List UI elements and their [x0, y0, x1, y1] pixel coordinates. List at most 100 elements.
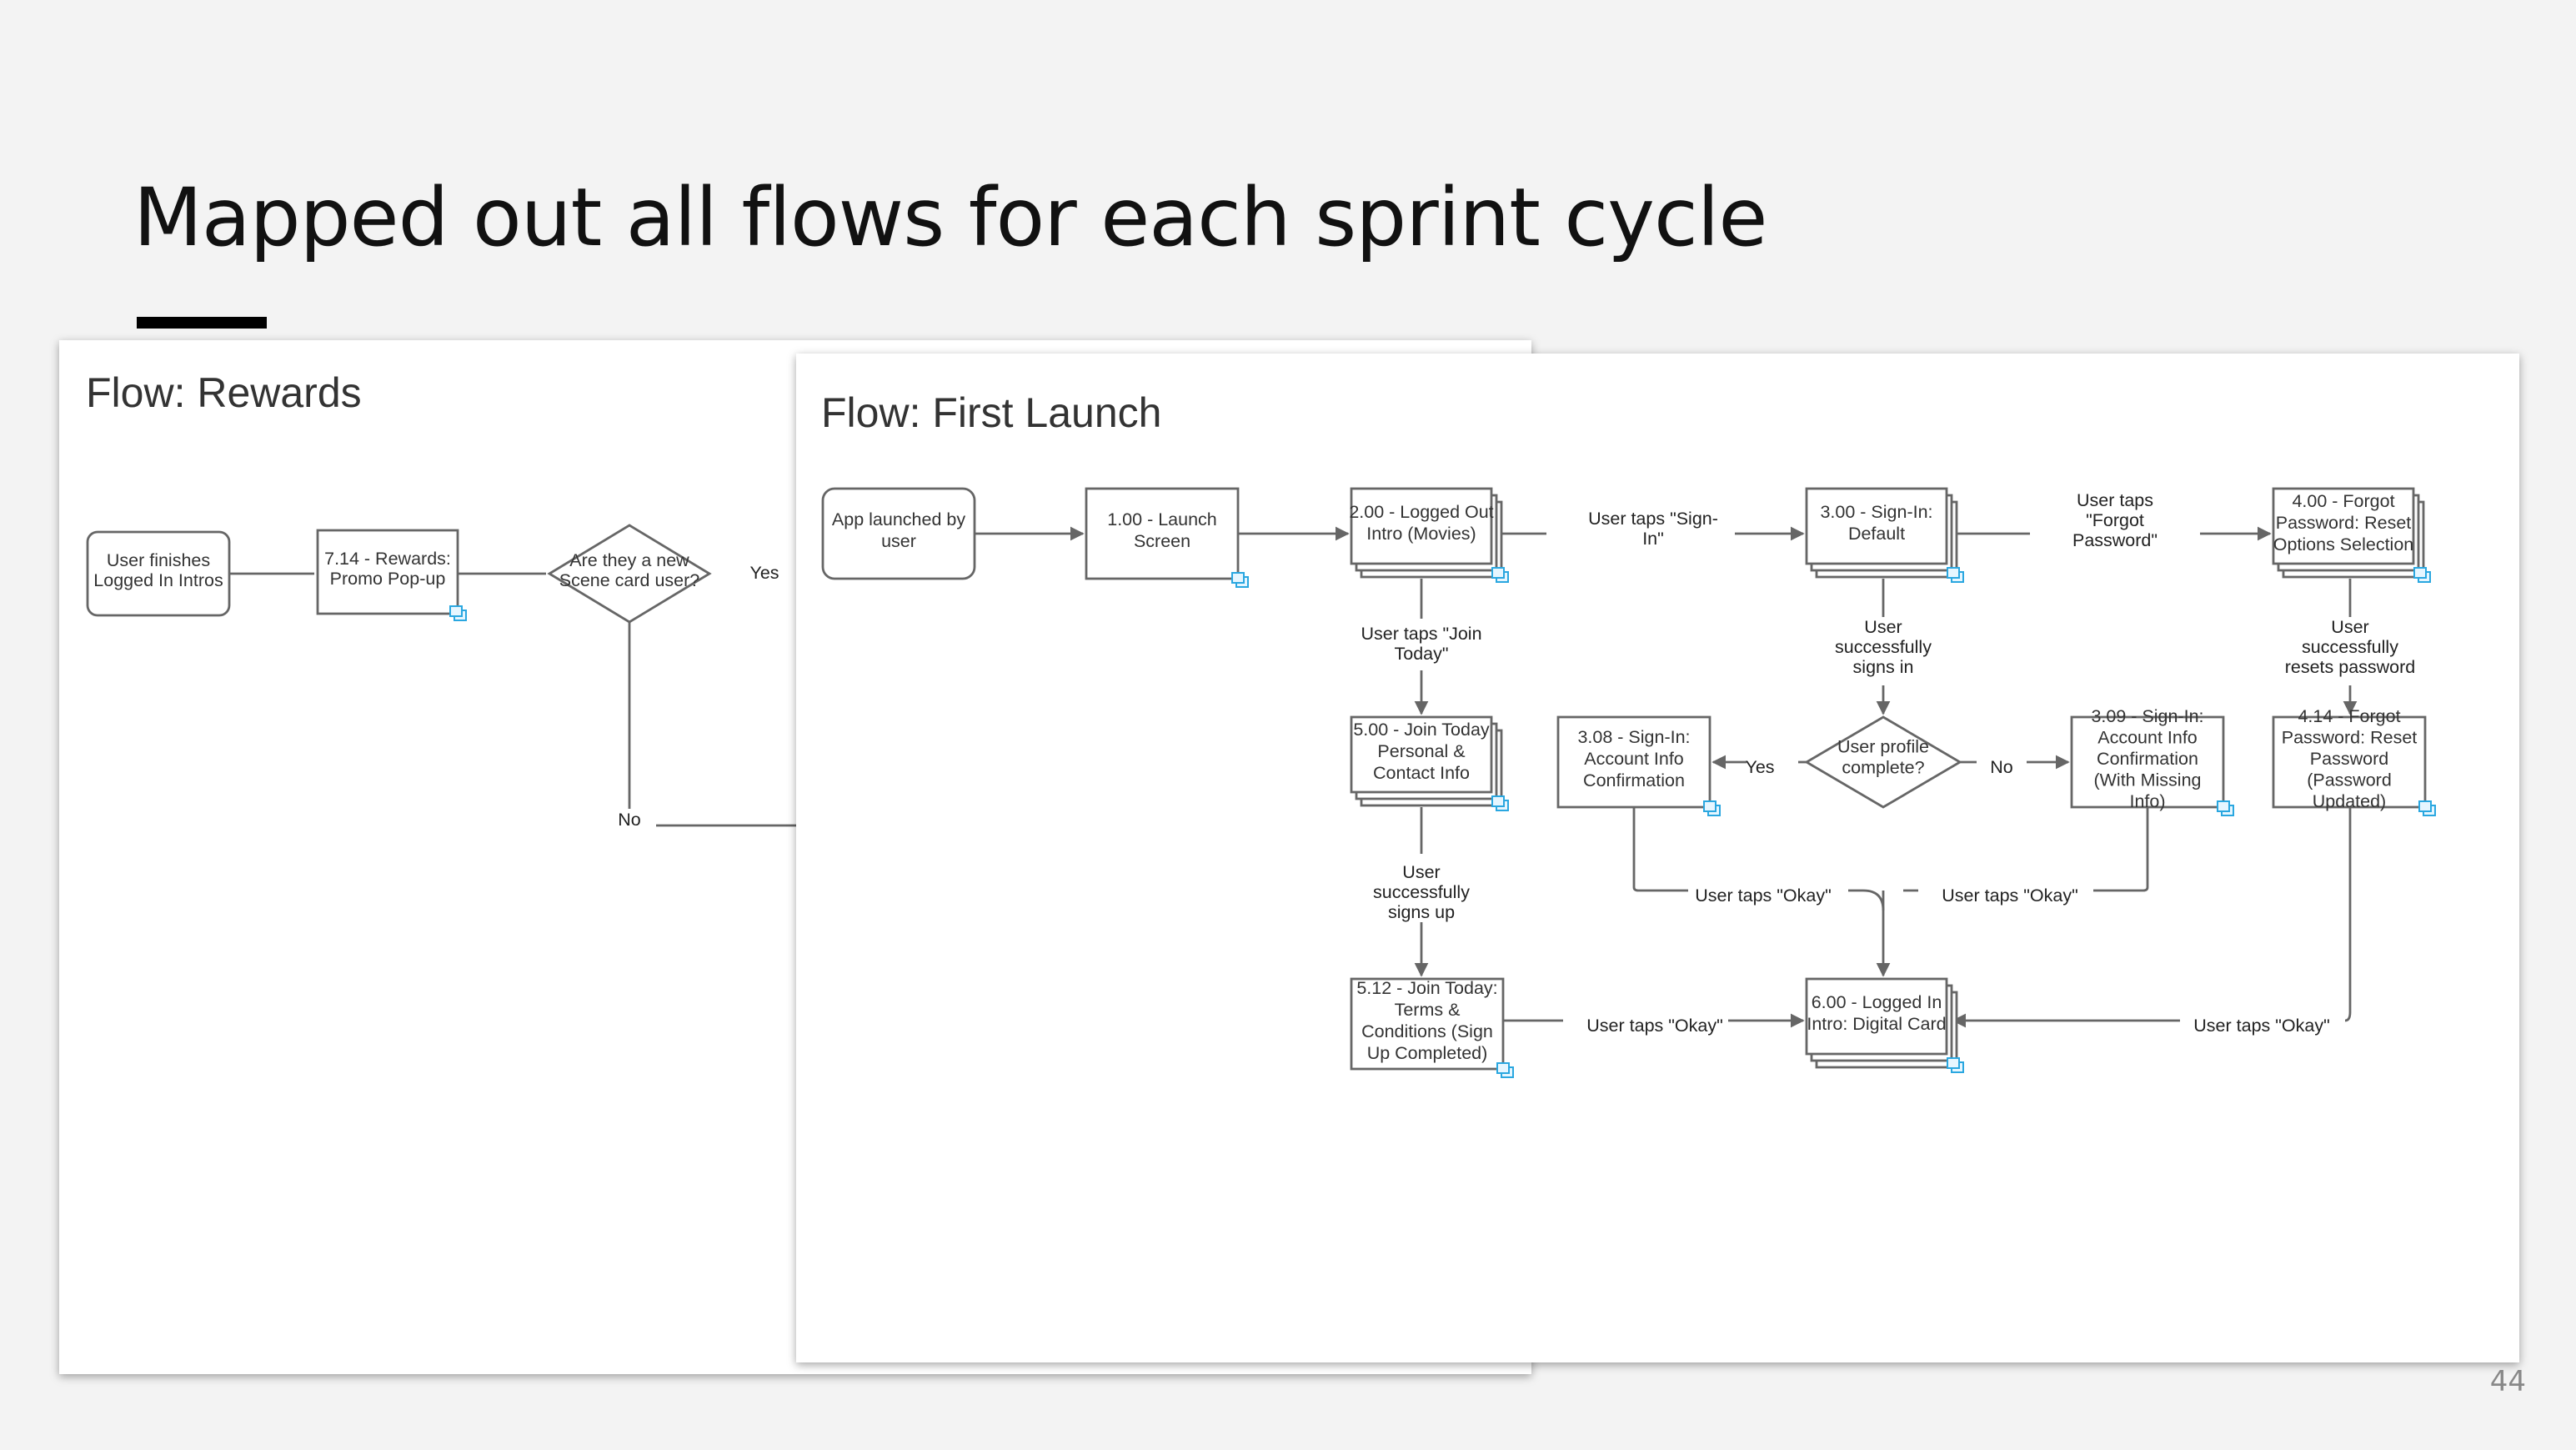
edge-label-text: resets password [2285, 657, 2416, 677]
rewards-page-icon [449, 605, 467, 621]
page-icon [1491, 795, 1509, 811]
flow-node-label: Intro: Digital Card [1807, 1014, 1946, 1034]
flow-node-label: Updated) [2313, 791, 2386, 811]
flow-edge [2344, 807, 2352, 1022]
flow-node-label: Confirmation [2097, 749, 2198, 769]
flow-edge [2093, 807, 2149, 892]
flow-node-label: 1.00 - Launch [1107, 509, 1217, 529]
flow-node-label: Conditions (Sign [1361, 1021, 1493, 1041]
flow-node-label: Password [2310, 749, 2388, 769]
flow-node-label: App launched by [832, 509, 965, 529]
edge-label-text: User taps [2077, 490, 2153, 510]
flow-node-label: Confirmation [1583, 770, 1685, 790]
rewards-flow-title: Flow: Rewards [86, 369, 362, 416]
flow-node-label: Password: Reset [2276, 513, 2412, 533]
flow-edge [1632, 807, 1688, 892]
flow-node-label: complete? [1842, 758, 1924, 778]
edge-label-signin: User taps "Sign-In" [1588, 509, 1718, 549]
rewards-connectors [229, 572, 796, 827]
edge-label-text: No [1990, 757, 2013, 777]
edge-label-text: "Forgot [2086, 510, 2144, 530]
flow-node-s300: 3.00 - Sign-In:Default [1805, 487, 1964, 583]
flow-node-label: 5.12 - Join Today: [1356, 978, 1497, 998]
flow-node-label: Default [1848, 524, 1905, 544]
flow-node-label: user [881, 531, 916, 551]
edge-label-okay1: User taps "Okay" [1695, 886, 1831, 906]
flow-node-label: Account Info [1584, 749, 1684, 769]
flow-node-s309: 3.09 - Sign-In:Account InfoConfirmation(… [2070, 706, 2234, 816]
edge-label-text: successfully [1373, 882, 1470, 902]
rewards-yes-label: Yes [749, 563, 779, 583]
flow-node-label: (Password [2307, 770, 2392, 790]
edge-label-text: User [2331, 617, 2368, 637]
flow-node-label: (With Missing [2093, 770, 2201, 790]
flow-node-label: 2.00 - Logged Out [1349, 502, 1493, 522]
edge-label-text: User taps "Okay" [1942, 886, 2077, 906]
edge-label-yes: Yes [1745, 757, 1774, 777]
flow-node-label: Intro (Movies) [1366, 524, 1476, 544]
page-number: 44 [2489, 1365, 2526, 1398]
edge-label-text: User taps "Sign- [1588, 509, 1718, 529]
page-icon [1231, 572, 1249, 588]
rewards-node-r-714: 7.14 - Rewards:Promo Pop-up [316, 529, 467, 621]
edge-label-text: Today" [1394, 644, 1448, 664]
edge-label-text: Password" [2072, 530, 2158, 550]
flow-node-label: 3.08 - Sign-In: [1577, 727, 1690, 747]
page-icon [2418, 800, 2436, 816]
edge-label-text: signs in [1853, 657, 1914, 677]
flow-node-label: 3.00 - Sign-In: [1820, 502, 1932, 522]
edge-label-okay4: User taps "Okay" [2193, 1016, 2329, 1036]
page-icon [1491, 567, 1509, 583]
first-launch-connectors [975, 526, 2358, 1028]
rewards-node-label: Scene card user? [559, 570, 700, 590]
flow-node-label: Up Completed) [1367, 1043, 1488, 1063]
first-launch-flow-diagram: Flow: First Launch User taps "Sign-In"Us… [821, 389, 2436, 1078]
flow-node-label: Contact Info [1373, 763, 1470, 783]
edge-label-text: In" [1642, 529, 1664, 549]
edge-label-text: User taps "Okay" [2193, 1016, 2329, 1036]
flow-node-label: 6.00 - Logged In [1812, 992, 1942, 1012]
page-icon [2217, 800, 2234, 816]
page-icon [1703, 800, 1721, 816]
edge-label-text: User [1402, 862, 1440, 882]
edge-label-text: signs up [1388, 902, 1455, 922]
flow-node-label: Options Selection [2273, 534, 2414, 554]
edge-label-text: successfully [1835, 637, 1932, 657]
edge-label-text: successfully [2302, 637, 2398, 657]
title-accent-bar [137, 317, 267, 329]
page-icon [2413, 567, 2431, 583]
edge-label-okay2: User taps "Okay" [1942, 886, 2077, 906]
rewards-node-label: Logged In Intros [93, 570, 223, 590]
flow-node-label: Terms & [1395, 1000, 1461, 1020]
edge-label-text: User taps "Okay" [1695, 886, 1831, 906]
page-icon [1947, 567, 1964, 583]
rewards-no-label: No [618, 810, 641, 830]
flow-node-label: 4.14 - Forgot [2298, 706, 2400, 726]
flow-node-label: 5.00 - Join Today [1353, 720, 1490, 740]
flow-node-label: User profile [1837, 737, 1929, 757]
edge-label-text: User taps "Okay" [1586, 1016, 1722, 1036]
first-launch-flow-title: Flow: First Launch [821, 389, 1161, 436]
edge-label-no: No [1990, 757, 2013, 777]
flow-edge [1848, 889, 1885, 911]
flow-node-label: Info) [2129, 791, 2165, 811]
flow-node-label: Personal & [1377, 741, 1465, 761]
edge-label-okay3: User taps "Okay" [1586, 1016, 1722, 1036]
flow-node-label: Account Info [2097, 728, 2198, 748]
edge-label-text: Yes [1745, 757, 1774, 777]
first-launch-flow-card: Flow: First Launch User taps "Sign-In"Us… [796, 354, 2519, 1362]
